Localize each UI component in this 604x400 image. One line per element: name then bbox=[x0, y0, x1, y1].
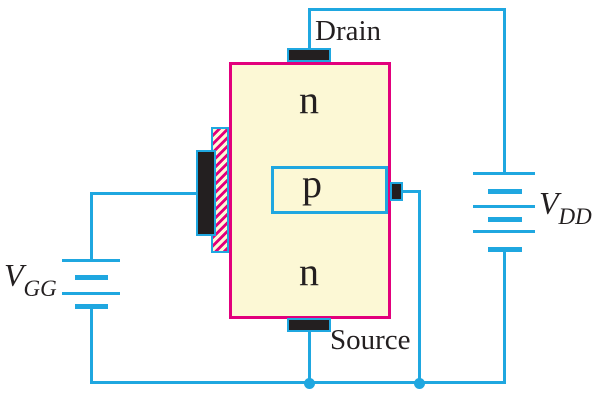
vdd-label: VDD bbox=[539, 185, 592, 229]
vdd-battery-plate-short-1 bbox=[488, 189, 522, 194]
wire-vgg-bottom-vertical bbox=[90, 308, 93, 384]
vdd-label-subscript: DD bbox=[558, 204, 592, 229]
wire-bottom-horizontal bbox=[90, 381, 506, 384]
vgg-label-subscript: GG bbox=[23, 276, 57, 301]
wire-drain-vertical bbox=[308, 8, 311, 52]
wire-vdd-bottom-vertical bbox=[503, 252, 506, 384]
vdd-battery-plate-short-2 bbox=[488, 217, 522, 222]
wire-top-horizontal bbox=[308, 8, 506, 11]
vgg-battery-plate-short-2 bbox=[75, 304, 108, 309]
source-label: Source bbox=[330, 324, 411, 356]
p-region-box bbox=[271, 166, 388, 214]
vdd-battery-plate-long-3 bbox=[473, 230, 535, 233]
vgg-label-symbol: V bbox=[4, 257, 24, 293]
gate-contact bbox=[196, 150, 216, 236]
junction-dot-pwell bbox=[414, 378, 425, 389]
junction-dot-source bbox=[304, 378, 315, 389]
vdd-battery-plate-short-3 bbox=[488, 247, 522, 252]
vgg-battery-plate-long-2 bbox=[62, 292, 120, 295]
wire-gate-horizontal bbox=[90, 192, 196, 195]
wire-vdd-top-vertical bbox=[503, 8, 506, 174]
wire-pwell-vertical bbox=[418, 190, 421, 383]
source-contact bbox=[287, 318, 331, 332]
vdd-battery-plate-long-1 bbox=[473, 172, 535, 175]
vgg-label: VGG bbox=[4, 257, 57, 301]
vdd-label-symbol: V bbox=[539, 185, 559, 221]
wire-vgg-top-vertical bbox=[90, 192, 93, 261]
region-label-n-top: n bbox=[299, 77, 319, 122]
wire-source-vertical bbox=[308, 330, 311, 383]
drain-contact bbox=[287, 48, 331, 62]
p-region-contact bbox=[390, 182, 403, 201]
drain-label: Drain bbox=[315, 15, 382, 47]
vgg-battery-plate-long-1 bbox=[62, 259, 120, 262]
vdd-battery-plate-long-2 bbox=[473, 205, 535, 208]
wire-pwell-horizontal bbox=[401, 190, 420, 193]
region-label-p: p bbox=[302, 161, 322, 206]
vgg-battery-plate-short-1 bbox=[75, 275, 108, 280]
region-label-n-bottom: n bbox=[299, 249, 319, 294]
